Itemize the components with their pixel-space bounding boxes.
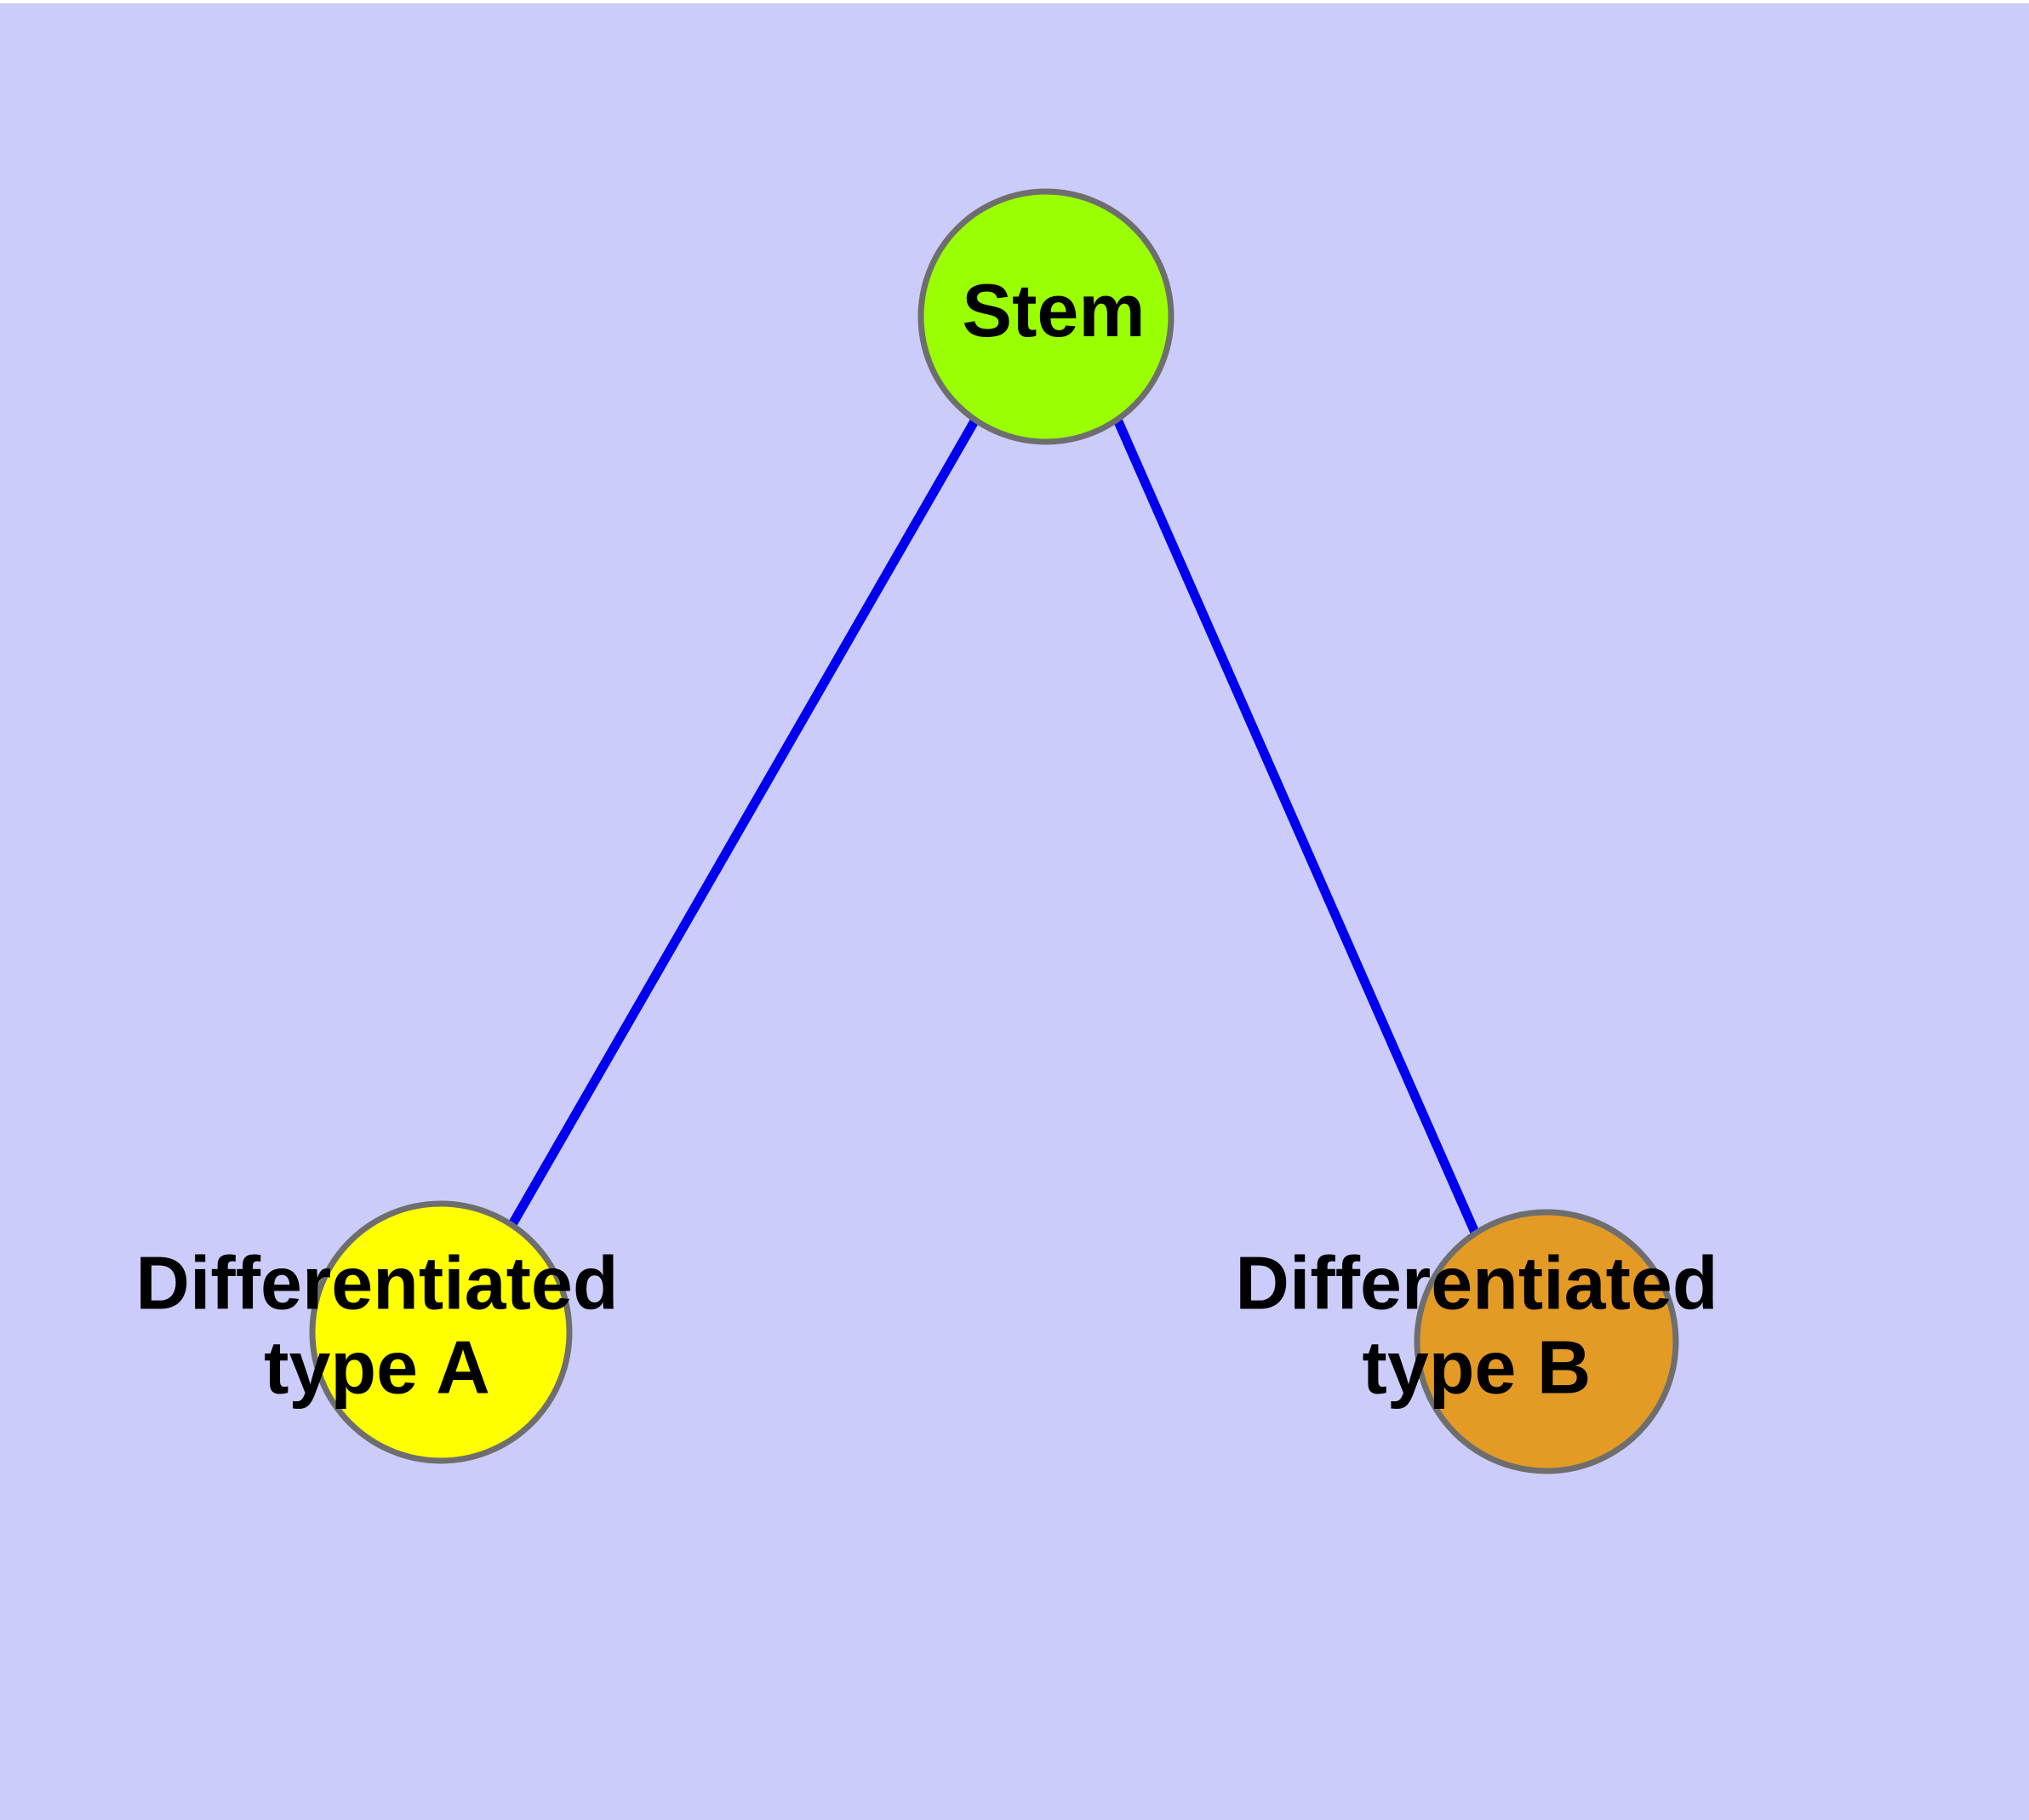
node-stem[interactable]: [917, 188, 1175, 445]
node-label-stem: Stem: [962, 268, 1145, 352]
edge-stem-to-differentiated-type-b[interactable]: [1112, 417, 1481, 1237]
edge-stem-to-differentiated-type-a[interactable]: [507, 417, 980, 1228]
node-differentiated-type-b[interactable]: [1414, 1209, 1679, 1474]
edge-layer: [507, 417, 1481, 1237]
node-differentiated-type-a[interactable]: [309, 1200, 573, 1464]
node-layer: [309, 188, 1679, 1474]
